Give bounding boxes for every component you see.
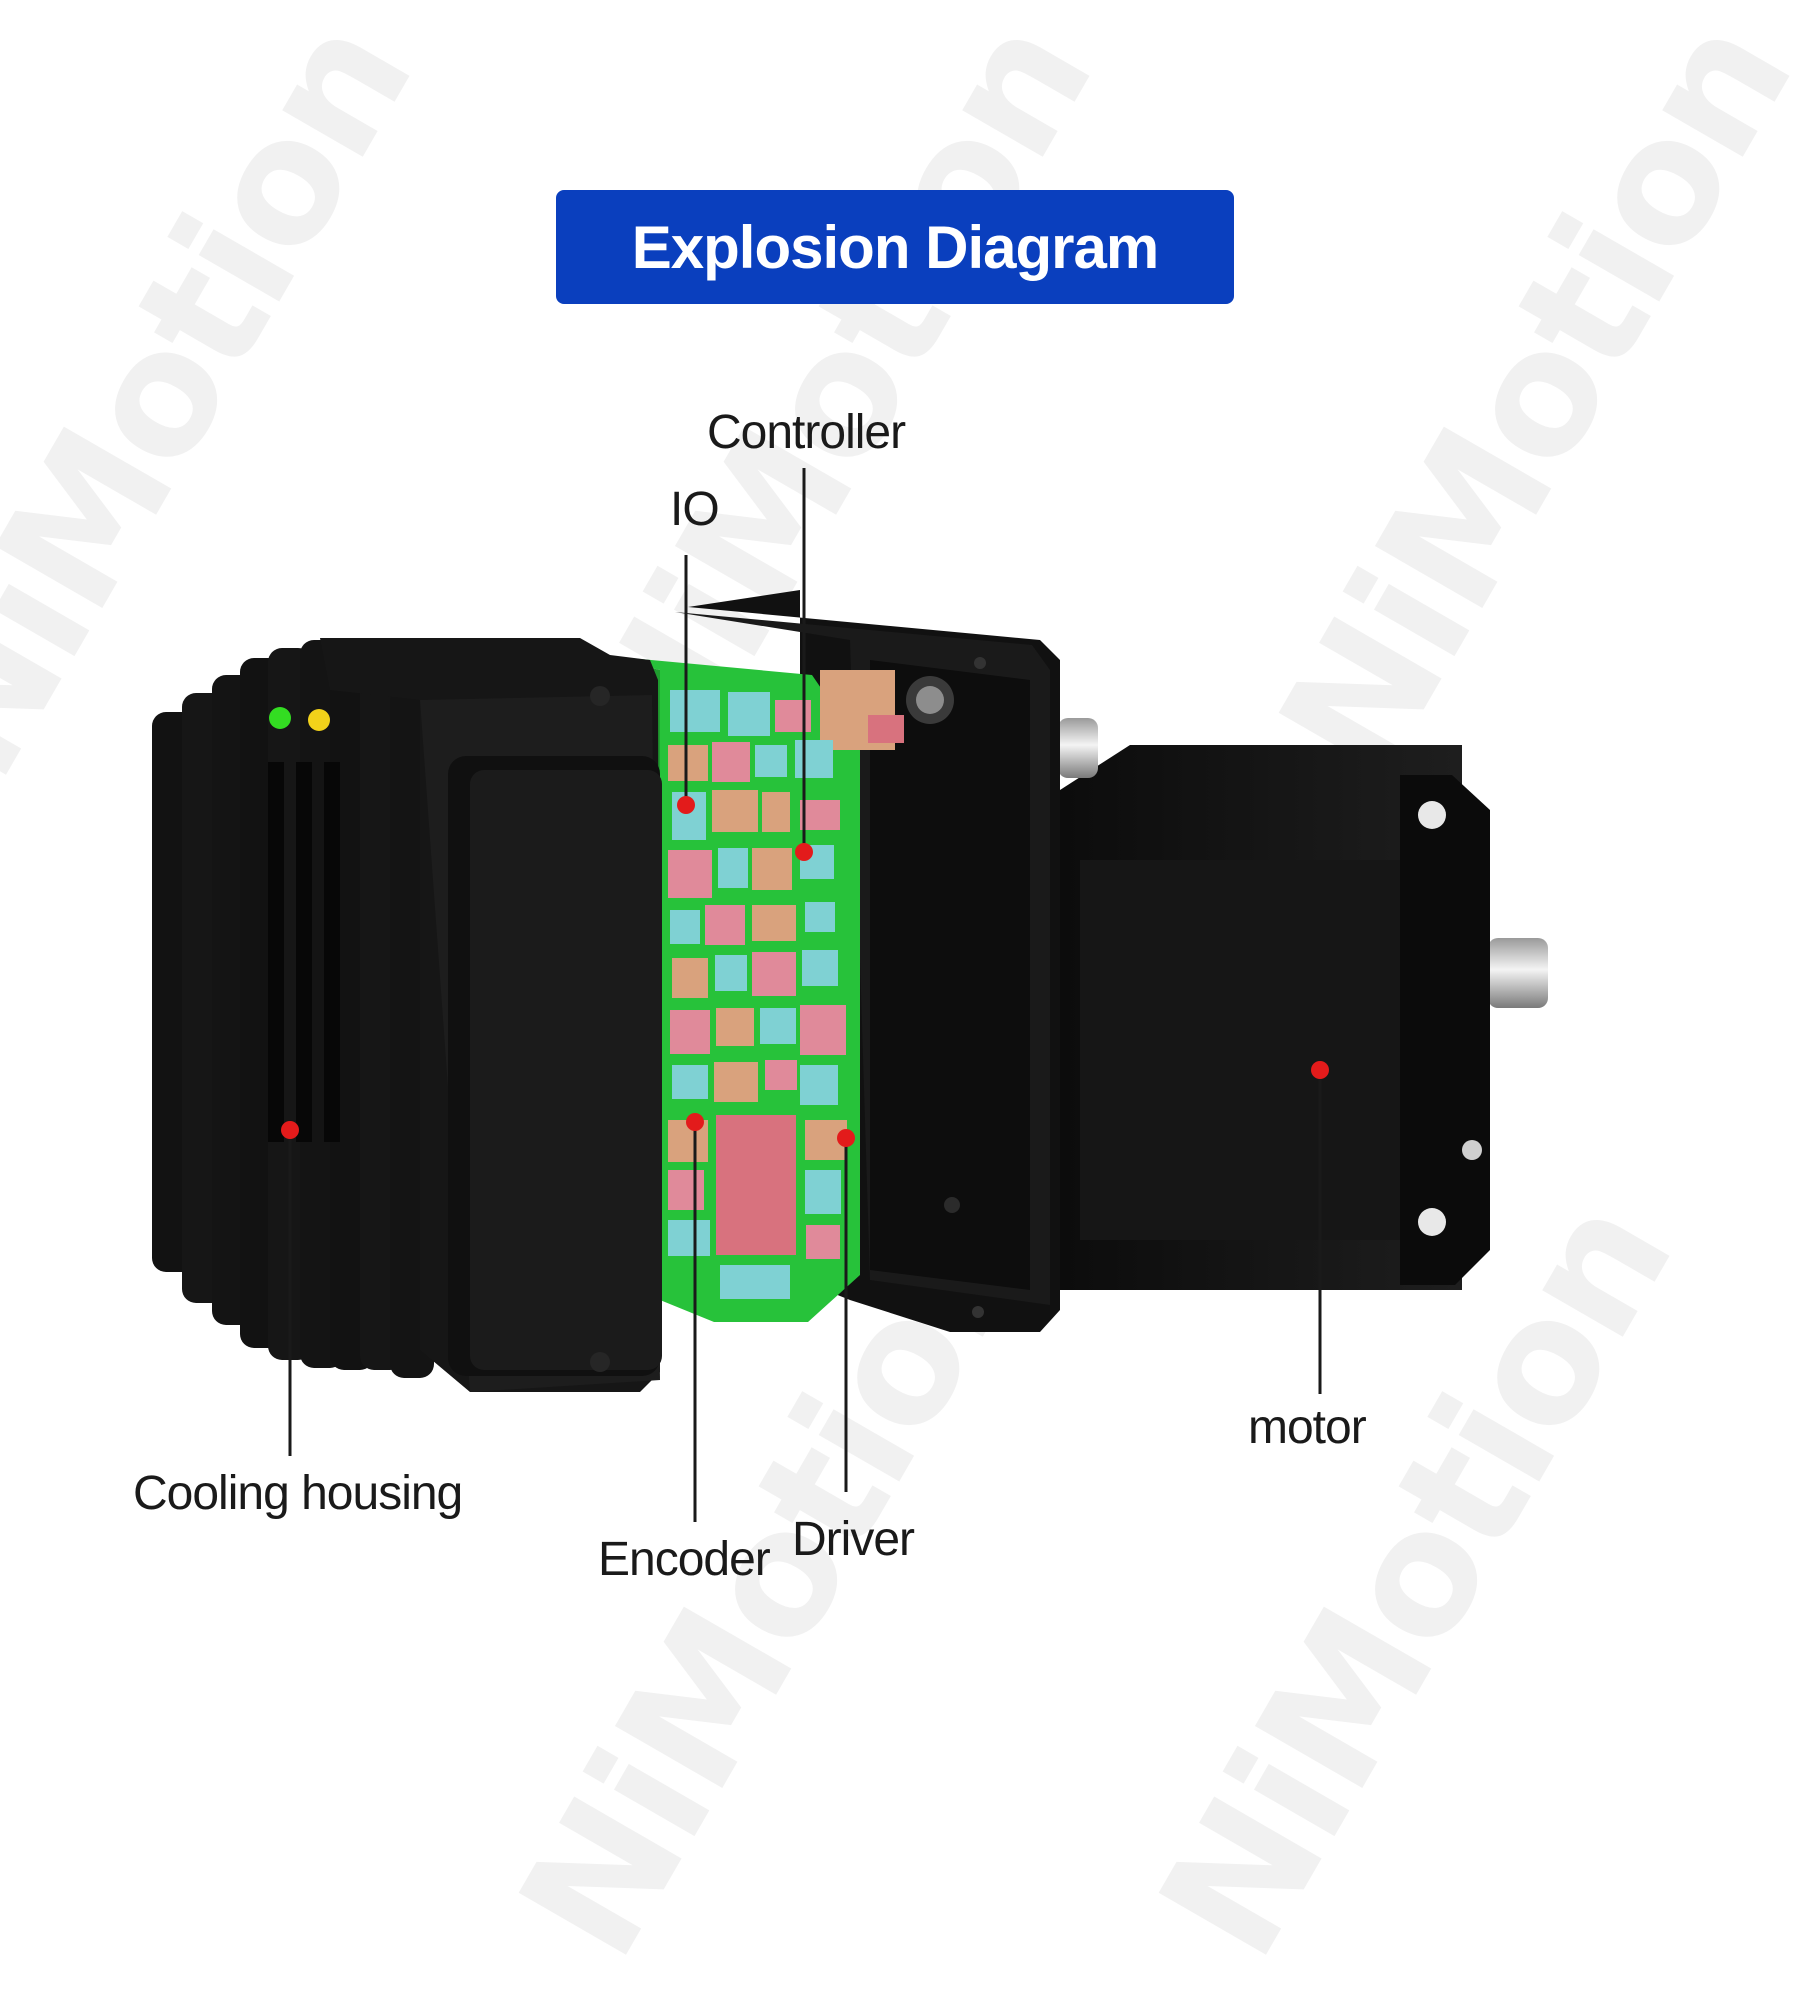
mount-hole — [1462, 1140, 1482, 1160]
explosion-illustration — [152, 468, 1548, 1522]
page-title: Explosion Diagram — [631, 213, 1159, 281]
encoder-dot — [686, 1113, 704, 1131]
motor-flange — [1400, 775, 1490, 1285]
controller-dot — [795, 843, 813, 861]
mount-hole — [1418, 801, 1446, 829]
controller-label: Controller — [707, 406, 906, 459]
title-banner: Explosion Diagram — [556, 190, 1234, 304]
cooling-housing — [152, 638, 662, 1392]
driver-label: Driver — [792, 1513, 915, 1566]
io-dot — [677, 796, 695, 814]
io-label: IO — [670, 483, 720, 536]
driver-dot — [837, 1129, 855, 1147]
status-led-yellow — [308, 709, 330, 731]
callout-dots — [281, 796, 1329, 1147]
motor-stud — [1058, 718, 1098, 778]
encoder-label: Encoder — [598, 1533, 771, 1586]
cooling-housing-label: Cooling housing — [133, 1467, 463, 1520]
status-led-green — [269, 707, 291, 729]
motor-body — [1058, 718, 1548, 1290]
motor-label: motor — [1248, 1401, 1367, 1454]
callouts — [288, 468, 1322, 1522]
motor-shaft — [1488, 938, 1548, 1008]
motor-dot — [1311, 1061, 1329, 1079]
cooling-housing-dot — [281, 1121, 299, 1139]
mounting-frame — [675, 590, 1060, 1332]
motor-panel — [1080, 860, 1430, 1240]
mount-hole — [1418, 1208, 1446, 1236]
